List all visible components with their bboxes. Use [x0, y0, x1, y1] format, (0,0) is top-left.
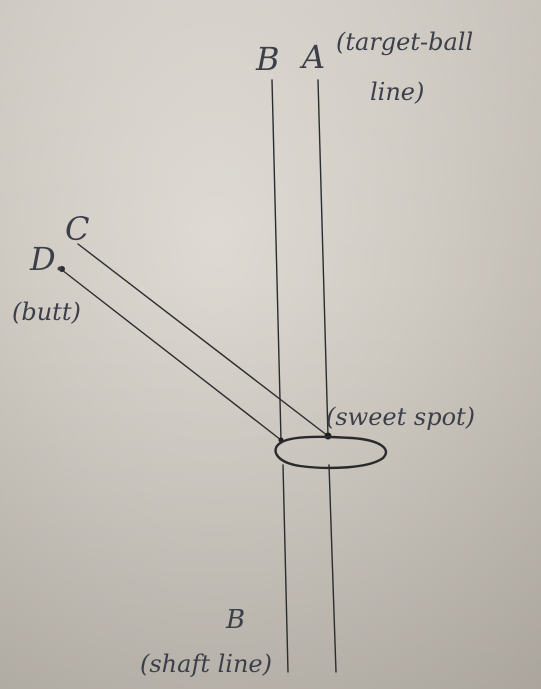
- label-b-top: B: [255, 40, 280, 78]
- label-target-ball-line-1: (target-ball: [336, 28, 473, 56]
- label-b-bottom: B: [225, 605, 245, 635]
- label-d: D.: [29, 240, 65, 278]
- shaft-line-right: [328, 464, 337, 673]
- label-shaft-line: (shaft line): [140, 650, 272, 678]
- line-c: [77, 243, 329, 437]
- line-b-upper: [271, 79, 282, 441]
- label-a-top: A: [299, 38, 325, 76]
- label-target-ball-line-2: line): [370, 78, 424, 106]
- line-d: [61, 269, 282, 441]
- shaft-line-left: [282, 464, 289, 673]
- club-head-ellipse: [274, 435, 388, 470]
- label-c: C: [65, 210, 89, 248]
- line-a-target-ball: [317, 79, 329, 437]
- label-sweet-spot: (sweet spot): [326, 403, 475, 431]
- point-d-dot: [59, 266, 65, 272]
- label-butt: (butt): [12, 298, 81, 326]
